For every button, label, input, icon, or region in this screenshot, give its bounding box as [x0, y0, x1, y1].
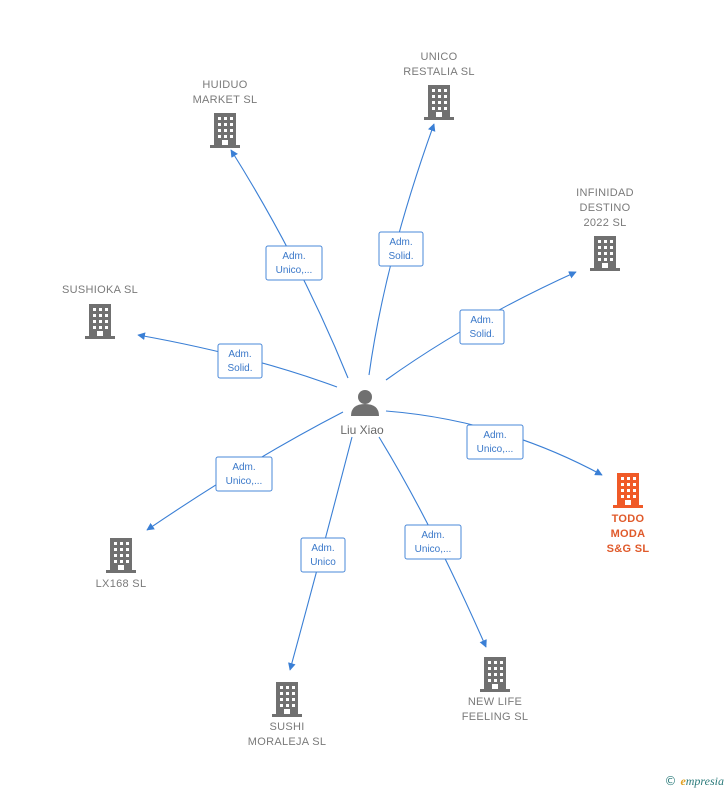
- company-name-line: S&G SL: [607, 543, 650, 555]
- building-icon: [272, 682, 302, 717]
- company-name-line: FEELING SL: [462, 711, 529, 723]
- company-node-sushi[interactable]: SUSHI MORALEJA SL: [248, 682, 327, 748]
- role-text-line: Adm.: [389, 237, 412, 248]
- role-text-line: Adm.: [232, 462, 255, 473]
- role-text-line: Unico,...: [415, 544, 452, 555]
- company-name-line: NEW LIFE: [468, 696, 522, 708]
- company-name-line: UNICO: [421, 51, 458, 63]
- empresia-watermark: ©empresia: [664, 774, 724, 789]
- company-name-line: LX168 SL: [96, 578, 147, 590]
- company-name-line: INFINIDAD: [576, 187, 634, 199]
- company-name-line: TODO: [612, 513, 645, 525]
- building-icon: [480, 657, 510, 692]
- role-text-line: Solid.: [227, 363, 252, 374]
- building-icon: [106, 538, 136, 573]
- building-icon: [85, 304, 115, 339]
- role-label-huiduo[interactable]: Adm. Unico,...: [265, 245, 323, 281]
- role-text-line: Adm.: [311, 543, 334, 554]
- company-name-line: MORALEJA SL: [248, 736, 327, 748]
- role-box: [466, 424, 524, 460]
- role-box: [300, 537, 346, 573]
- building-icon: [210, 113, 240, 148]
- role-box: [459, 309, 505, 345]
- role-label-sushioka[interactable]: Adm. Solid.: [217, 343, 263, 379]
- company-name-line: 2022 SL: [583, 217, 626, 229]
- company-node-lx168[interactable]: LX168 SL: [96, 538, 147, 590]
- building-icon: [590, 236, 620, 271]
- brand-name: mpresia: [685, 774, 724, 788]
- role-box: [215, 456, 273, 492]
- company-name-line: DESTINO: [580, 202, 631, 214]
- company-node-infinidad[interactable]: INFINIDAD DESTINO 2022 SL: [576, 187, 634, 271]
- company-node-sushioka[interactable]: SUSHIOKA SL: [62, 284, 138, 339]
- brand-initial: e: [680, 774, 686, 788]
- company-node-todo[interactable]: TODO MODA S&G SL: [607, 473, 650, 555]
- role-text-line: Adm.: [228, 349, 251, 360]
- company-node-unico[interactable]: UNICO RESTALIA SL: [403, 51, 475, 120]
- role-box: [404, 524, 462, 560]
- role-label-todo[interactable]: Adm. Unico,...: [466, 424, 524, 460]
- company-name-line: SUSHI: [269, 721, 304, 733]
- role-text-line: Unico,...: [226, 476, 263, 487]
- company-node-newlife[interactable]: NEW LIFE FEELING SL: [462, 657, 529, 723]
- role-text-line: Adm.: [470, 315, 493, 326]
- role-label-newlife[interactable]: Adm. Unico,...: [404, 524, 462, 560]
- role-text-line: Adm.: [421, 530, 444, 541]
- roles-layer: Adm. Solid. Adm. Unico,... Adm. Solid. Adm. Sol…: [215, 231, 524, 573]
- center-person[interactable]: Liu Xiao: [340, 390, 384, 437]
- role-box: [378, 231, 424, 267]
- company-name-line: MARKET SL: [193, 94, 258, 106]
- role-label-sushi[interactable]: Adm. Unico: [300, 537, 346, 573]
- company-name-line: MODA: [611, 528, 646, 540]
- role-text-line: Unico: [310, 557, 336, 568]
- role-text-line: Unico,...: [276, 265, 313, 276]
- role-box: [265, 245, 323, 281]
- role-text-line: Unico,...: [477, 444, 514, 455]
- company-name-line: HUIDUO: [202, 79, 247, 91]
- role-text-line: Solid.: [469, 329, 494, 340]
- building-icon: [424, 85, 454, 120]
- role-label-infinidad[interactable]: Adm. Solid.: [459, 309, 505, 345]
- role-label-lx168[interactable]: Adm. Unico,...: [215, 456, 273, 492]
- nodes-layer: UNICO RESTALIA SL HUIDUO MARKET SL INFINIDAD…: [62, 51, 649, 748]
- center-person-name: Liu Xiao: [340, 423, 384, 437]
- role-text-line: Adm.: [483, 430, 506, 441]
- role-box: [217, 343, 263, 379]
- role-text-line: Adm.: [282, 251, 305, 262]
- company-name-line: RESTALIA SL: [403, 66, 475, 78]
- company-name-line: SUSHIOKA SL: [62, 284, 138, 296]
- person-icon: [351, 390, 379, 416]
- building-icon: [613, 473, 643, 508]
- copyright-icon: ©: [664, 774, 677, 788]
- company-node-huiduo[interactable]: HUIDUO MARKET SL: [193, 79, 258, 148]
- role-label-unico[interactable]: Adm. Solid.: [378, 231, 424, 267]
- role-text-line: Solid.: [388, 251, 413, 262]
